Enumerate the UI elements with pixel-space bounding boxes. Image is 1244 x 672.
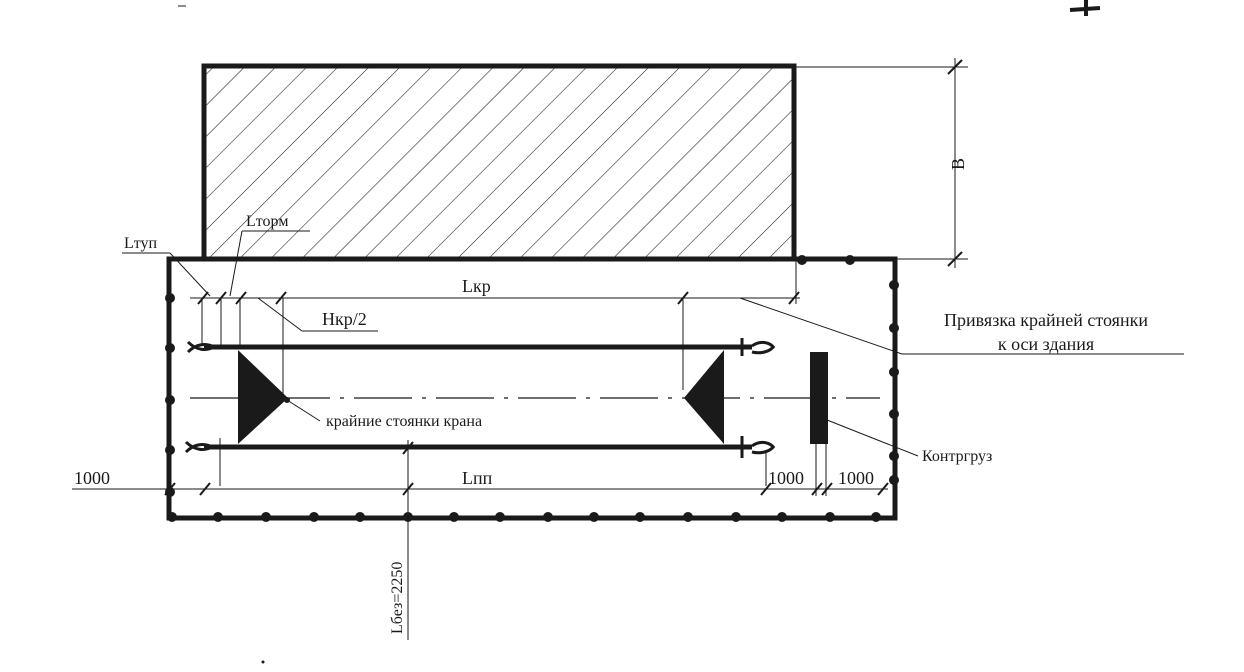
label-1000-right: 1000 (838, 468, 874, 488)
boundary-marker (871, 512, 881, 522)
boundary-marker (165, 293, 175, 303)
boundary-marker (889, 367, 899, 377)
boundary-marker (797, 255, 807, 265)
label-hkr-half: Hкр/2 (322, 309, 367, 329)
dimension-lpp (72, 444, 889, 496)
boundary-marker (309, 512, 319, 522)
boundary-marker (889, 451, 899, 461)
label-b: B (948, 158, 968, 170)
boundary-marker (825, 512, 835, 522)
dimension-lkr (190, 259, 800, 398)
boundary-marker (845, 255, 855, 265)
dimension-lbez (402, 440, 414, 640)
crane-extreme-position-right (684, 350, 724, 444)
stray-mark (1069, 0, 1101, 16)
boundary-marker (449, 512, 459, 522)
label-counterweight: Контргруз (922, 448, 992, 465)
boundary-marker (165, 395, 175, 405)
boundary-marker (543, 512, 553, 522)
zone-boundary-markers (165, 255, 899, 522)
dimension-b (796, 58, 968, 268)
leader-ltorm (229, 230, 310, 297)
building (201, 63, 797, 262)
boundary-marker (889, 323, 899, 333)
crane-zone-boundary (166, 256, 898, 521)
crane-extreme-position-left (238, 350, 288, 444)
boundary-marker (167, 512, 177, 522)
boundary-marker (589, 512, 599, 522)
boundary-marker (495, 512, 505, 522)
boundary-marker (731, 512, 741, 522)
boundary-marker (213, 512, 223, 522)
boundary-marker (889, 409, 899, 419)
boundary-marker (777, 512, 787, 522)
label-ltup: Lтуп (124, 235, 158, 252)
boundary-marker (889, 475, 899, 485)
label-1000-mid: 1000 (768, 468, 804, 488)
leader-hkr-half (257, 297, 378, 332)
label-lpp: Lпп (462, 468, 493, 488)
leader-counterweight (821, 417, 919, 457)
boundary-marker (683, 512, 693, 522)
label-anchor-line1: Привязка крайней стоянки (944, 310, 1148, 330)
crane-rail-top (186, 338, 776, 356)
boundary-marker (165, 343, 175, 353)
counterweight (810, 352, 828, 444)
boundary-marker (355, 512, 365, 522)
stray-mark (261, 660, 265, 664)
boundary-marker (889, 280, 899, 290)
leader-extreme-positions (284, 397, 321, 422)
label-ltorm: Lторм (246, 213, 288, 230)
label-lkr: Lкр (462, 276, 491, 296)
leader-anchor (739, 297, 1184, 355)
label-anchor-line2: к оси здания (998, 334, 1094, 354)
leader-ltup (122, 252, 211, 297)
crane-rail-bottom (184, 436, 776, 486)
label-lbez: Lбез=2250 (389, 562, 406, 634)
boundary-marker (165, 445, 175, 455)
label-extreme-positions: крайние стоянки крана (326, 413, 482, 430)
boundary-marker (261, 512, 271, 522)
label-1000-left: 1000 (74, 468, 110, 488)
boundary-marker (635, 512, 645, 522)
